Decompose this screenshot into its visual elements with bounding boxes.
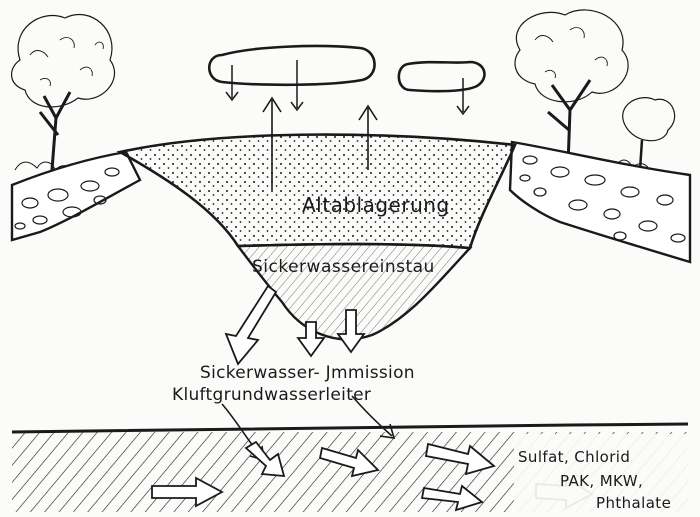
- aquifer-label: Kluftgrundwasserleiter: [172, 385, 371, 405]
- substances-line-3: Phthalate: [596, 494, 671, 512]
- cloud-icon-small: [399, 62, 485, 114]
- old-deposit-body: [120, 135, 515, 248]
- cloud-icon-large: [209, 46, 374, 110]
- gravel-layer-right: [510, 142, 690, 262]
- arrow-icon-leachate-1: [226, 286, 276, 364]
- deposit-label: Altablagerung: [302, 193, 450, 217]
- substances-line-2: PAK, MKW,: [560, 472, 643, 490]
- immission-label: Sickerwasser- Jmmission: [200, 363, 415, 383]
- leachate-pond-label: Sickerwassereinstau: [252, 257, 435, 277]
- tree-icon-left: [12, 14, 115, 174]
- substances-line-1: Sulfat, Chlorid: [518, 448, 630, 466]
- arrow-icon-infiltration-2: [352, 396, 394, 438]
- gravel-layer-left: [12, 152, 140, 240]
